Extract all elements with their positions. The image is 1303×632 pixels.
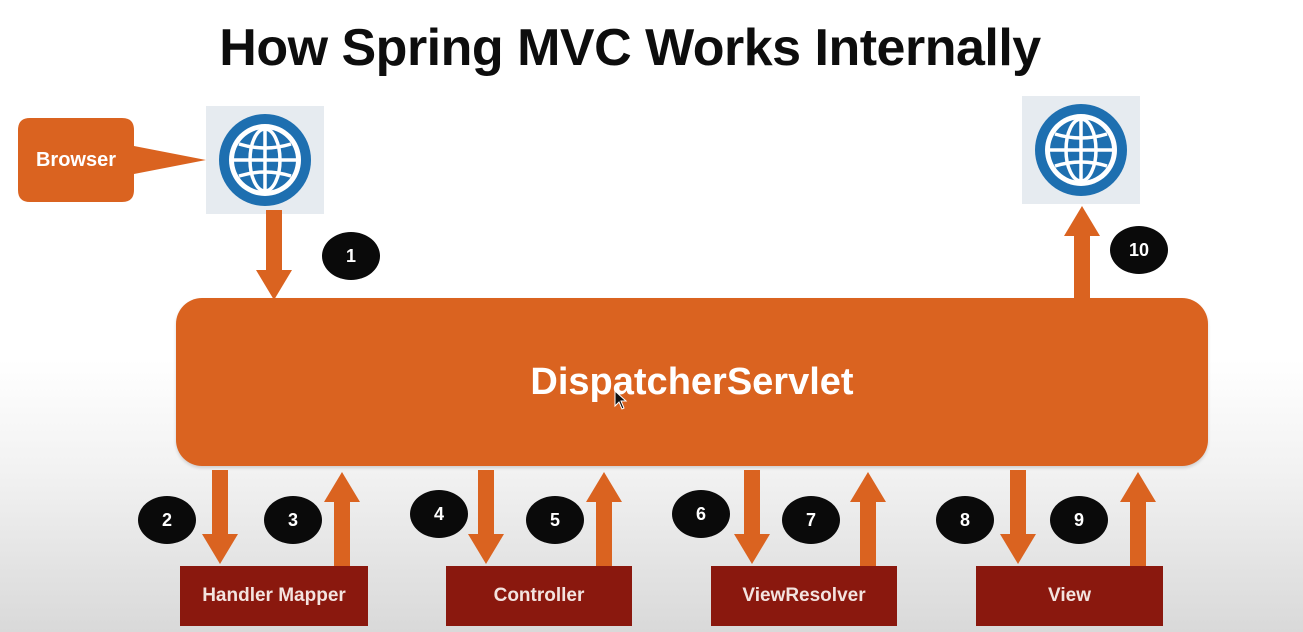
component-view: View (976, 566, 1163, 626)
step-badge-6: 6 (672, 490, 730, 538)
component-label: View (1048, 585, 1091, 606)
callout-shape (18, 118, 206, 202)
arrow-up-5 (586, 472, 622, 566)
arrow-up-7 (850, 472, 886, 566)
globe-icon (1035, 104, 1127, 196)
cursor-icon (614, 390, 628, 410)
dispatcher-label: DispatcherServlet (530, 360, 854, 403)
arrow-down-8 (1000, 470, 1036, 564)
arrow-up-3 (324, 472, 360, 566)
component-label: Handler Mapper (202, 585, 346, 606)
arrow-down-1 (256, 210, 292, 300)
globe-icon (219, 114, 311, 206)
page-title: How Spring MVC Works Internally (219, 19, 1041, 77)
component-label: ViewResolver (742, 585, 866, 606)
step-badge-5: 5 (526, 496, 584, 544)
globe-tile-response (1022, 96, 1140, 204)
globe-tile-request (206, 106, 324, 214)
component-viewresolver: ViewResolver (711, 566, 897, 626)
arrow-down-2 (202, 470, 238, 564)
step-badge-7: 7 (782, 496, 840, 544)
step-badge-2: 2 (138, 496, 196, 544)
step-badge-1: 1 (322, 232, 380, 280)
step-badge-9: 9 (1050, 496, 1108, 544)
arrow-down-6 (734, 470, 770, 564)
arrow-up-10 (1064, 206, 1100, 298)
step-badge-10: 10 (1110, 226, 1168, 274)
step-badge-4: 4 (410, 490, 468, 538)
arrow-down-4 (468, 470, 504, 564)
step-badge-3: 3 (264, 496, 322, 544)
component-label: Controller (493, 585, 585, 606)
browser-label: Browser (35, 148, 117, 171)
arrow-up-9 (1120, 472, 1156, 566)
component-controller: Controller (446, 566, 632, 626)
step-badge-8: 8 (936, 496, 994, 544)
dispatcher-servlet: DispatcherServlet (176, 298, 1208, 466)
component-handler-mapper: Handler Mapper (180, 566, 368, 626)
